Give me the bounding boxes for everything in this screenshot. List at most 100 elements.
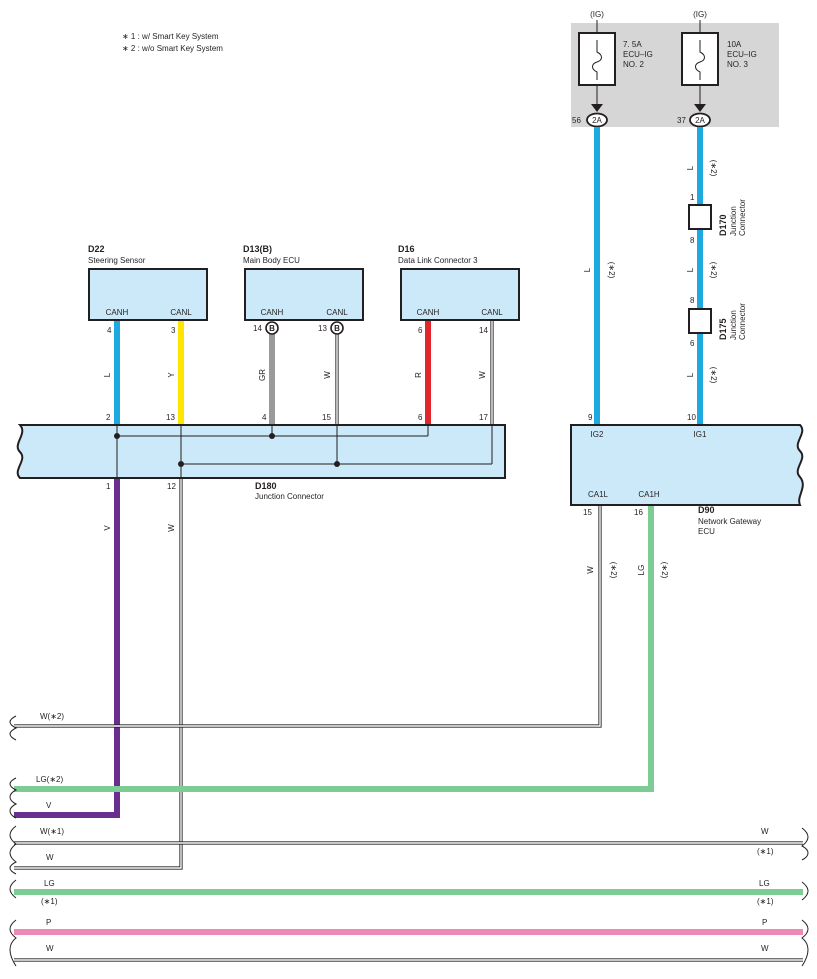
fuse-name-number: NO. 3: [727, 60, 748, 69]
break-mark-icon: [9, 715, 18, 741]
component-name: Network Gateway: [698, 517, 761, 526]
component-box: [88, 268, 208, 321]
break-mark-icon: [9, 919, 17, 967]
component-name: Junction: [729, 206, 738, 236]
break-mark-icon: [801, 881, 809, 901]
wire-label-w-star2: W(∗2): [40, 712, 64, 721]
pin-label: IG1: [694, 430, 707, 439]
component-code: D180: [255, 481, 277, 491]
wire-note-label: (∗2): [607, 262, 616, 279]
wire-note-label: (∗2): [709, 367, 718, 384]
component-name: Junction Connector: [255, 492, 324, 501]
wire-color-label: Y: [167, 372, 176, 378]
wire-break-marks: [9, 715, 809, 967]
pin-number: 16: [634, 508, 643, 517]
fuse-ecu-ig-no2: (IG) 7. 5A ECU–IG NO. 2 56 2A: [572, 10, 653, 128]
wire-note-label: (∗2): [709, 262, 718, 279]
fuse-name-number: NO. 2: [623, 60, 644, 69]
wire-d180-out-w: W: [14, 478, 183, 870]
connector-tag: [586, 112, 608, 128]
connector-tag-label: B: [269, 324, 275, 333]
wire-label-p-right: P: [762, 918, 767, 927]
pin-number: 13: [318, 324, 327, 333]
component-box: [688, 308, 712, 334]
wire-color-label: L: [103, 372, 112, 377]
pin-number: 12: [167, 482, 176, 491]
connector-tag-label: 2A: [695, 116, 705, 125]
wire-label-w2: W: [46, 944, 54, 953]
component-name: Data Link Connector 3: [398, 256, 478, 265]
bottom-wire-labels: W(∗2) LG(∗2) V W(∗1) W (∗1) W LG (∗1) LG…: [36, 712, 774, 953]
connector-tag: [265, 321, 279, 335]
component-d13: D13(B) Main Body ECU CANH CANL 14 13 B B: [243, 244, 364, 335]
component-code: D22: [88, 244, 105, 254]
wire-ca1l: W (∗2): [14, 505, 618, 728]
legend-notes: ∗ 1 : w/ Smart Key System ∗ 2 : w/o Smar…: [122, 32, 223, 53]
wire-color-label: LG: [637, 565, 646, 576]
wire-label-lg: LG: [44, 879, 55, 888]
fuse-ecu-ig-no3: (IG) 10A ECU–IG NO. 3 37 2A: [677, 10, 757, 128]
pin-number: 8: [690, 236, 695, 245]
component-box: [244, 268, 364, 321]
splice-point: [114, 433, 120, 439]
wire-label-v: V: [46, 801, 52, 810]
pin-number: 17: [479, 413, 488, 422]
component-name-line2: ECU: [698, 527, 715, 536]
splice-point: [334, 461, 340, 467]
component-d170: 1 8 D170 Junction Connector: [688, 193, 747, 245]
component-box: [400, 268, 520, 321]
pin-number: 9: [588, 413, 593, 422]
component-box: [688, 204, 712, 230]
pin-number: 15: [322, 413, 331, 422]
break-mark-icon: [9, 777, 18, 819]
fuse-icon: [592, 40, 602, 80]
break-mark-icon: [801, 827, 809, 861]
connector-tag-label: B: [334, 324, 340, 333]
wire-ig2-feed: L (∗2): [583, 127, 616, 425]
fuse-rating: 10A: [727, 40, 742, 49]
splice-point: [178, 461, 184, 467]
component-box: [16, 424, 506, 479]
wire-note-label: (∗2): [609, 562, 618, 579]
wire-label-w-right: W: [761, 827, 769, 836]
wire-color-label: W: [478, 371, 487, 379]
fuse-name: ECU–IG: [623, 50, 653, 59]
pin-label: CANL: [481, 308, 503, 317]
wire-color-label: L: [583, 267, 592, 272]
component-name: Steering Sensor: [88, 256, 146, 265]
pin-label: CA1L: [588, 490, 609, 499]
pin-number: 1: [106, 482, 111, 491]
component-name: Main Body ECU: [243, 256, 300, 265]
component-name: Junction: [729, 310, 738, 340]
wire-ca1h: LG (∗2): [14, 505, 669, 792]
note-no-smart-key: ∗ 2 : w/o Smart Key System: [122, 44, 223, 53]
fuse-supply-label: (IG): [693, 10, 707, 19]
fuse-icon: [695, 40, 705, 80]
component-code: D16: [398, 244, 415, 254]
wire-d16-canl: W: [478, 320, 494, 425]
fuse-rating: 7. 5A: [623, 40, 642, 49]
fuse-pin: 56: [572, 116, 581, 125]
wire-note-lg: (∗1): [41, 897, 58, 906]
pin-label: CANH: [417, 308, 440, 317]
pin-number: 2: [106, 413, 111, 422]
note-smart-key: ∗ 1 : w/ Smart Key System: [122, 32, 219, 41]
break-mark-icon: [9, 879, 17, 899]
component-code: D170: [718, 214, 728, 236]
pin-number: 4: [262, 413, 267, 422]
component-code: D90: [698, 505, 715, 515]
wire-d13-canh: GR: [258, 334, 275, 425]
wire-d180-out-v: V: [14, 478, 120, 818]
connector-tag: [689, 112, 711, 128]
component-code: D175: [718, 318, 728, 340]
pin-number: 1: [690, 193, 695, 202]
wire-label-w2-right: W: [761, 944, 769, 953]
wire-label-w-star1: W(∗1): [40, 827, 64, 836]
wire-label-w: W: [46, 853, 54, 862]
component-d175: 8 6 D175 Junction Connector: [688, 296, 747, 348]
wire-d22-canl: Y: [167, 320, 184, 425]
pin-number: 3: [171, 326, 176, 335]
component-name-line2: Connector: [738, 303, 747, 340]
component-code: D13(B): [243, 244, 272, 254]
